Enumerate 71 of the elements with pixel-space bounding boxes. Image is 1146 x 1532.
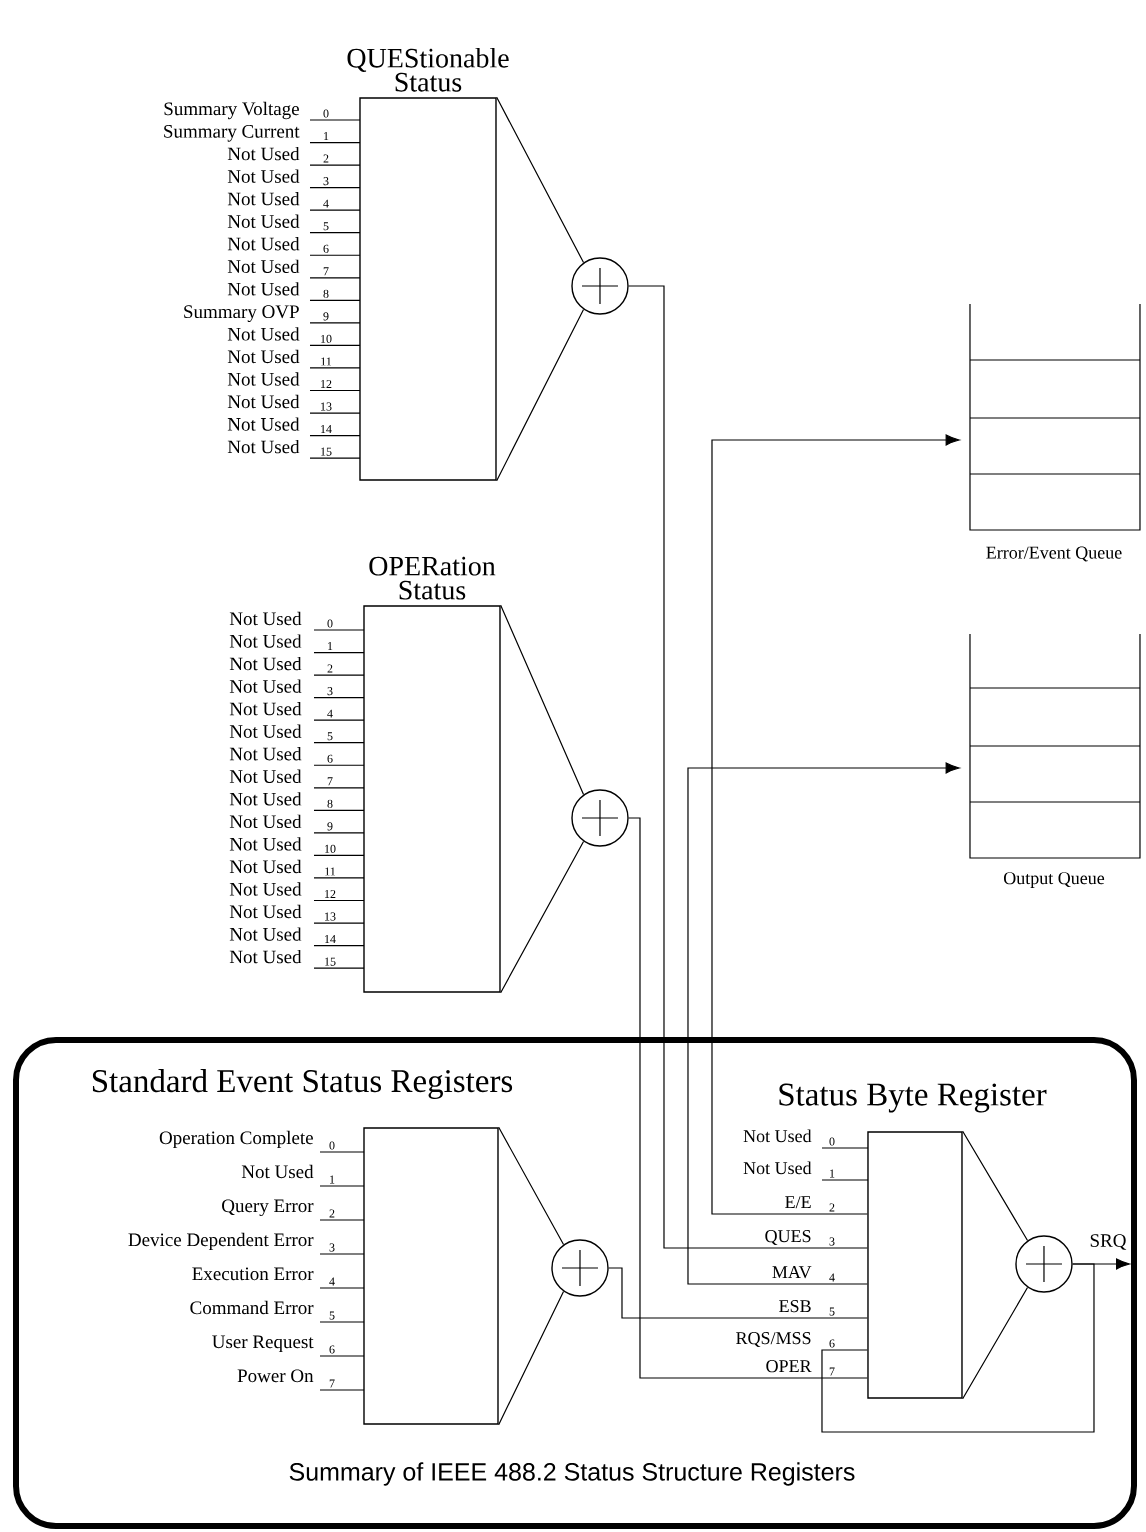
frame-caption: Summary of IEEE 488.2 Status Structure Registers xyxy=(289,1462,855,1486)
bit-label: Not Used xyxy=(229,724,302,738)
bit-label: Not Used xyxy=(229,702,302,716)
summing-junction xyxy=(571,789,629,847)
bit-label: Not Used xyxy=(227,259,300,273)
bit-label: Command Error xyxy=(190,1300,314,1315)
bit-label: Not Used xyxy=(229,814,302,829)
register-title: QUEStionable Status xyxy=(347,47,509,92)
summing-junction xyxy=(1015,1235,1073,1293)
bit-label: Not Used xyxy=(227,237,300,251)
bit-label: Summary Current xyxy=(164,125,300,142)
connector xyxy=(711,434,960,1215)
bit-label: Not Used xyxy=(229,904,302,919)
bit-label: Not Used xyxy=(743,1161,812,1175)
connector xyxy=(628,285,868,1249)
bit-label: Not Used xyxy=(227,169,300,183)
connector xyxy=(1072,1258,1131,1270)
bit-label: Not Used xyxy=(229,837,302,851)
queue-label: Error/Event Queue xyxy=(986,546,1122,562)
bit-label: Not Used xyxy=(229,747,302,761)
bit-label: Not Used xyxy=(229,611,302,626)
bit-label: Not Used xyxy=(229,679,302,693)
connector xyxy=(628,817,868,1379)
summing-junction xyxy=(551,1239,609,1297)
bit-label: Summary Voltage xyxy=(164,101,299,120)
bit-label: Not Used xyxy=(227,349,300,364)
bit-label: Execution Error xyxy=(192,1267,314,1281)
bit-label: Not Used xyxy=(227,282,300,296)
connector xyxy=(962,1130,1029,1400)
bit-label: QUES xyxy=(765,1230,811,1245)
bit-label: Not Used xyxy=(227,327,300,341)
connector xyxy=(496,96,585,482)
bit-label: Not Used xyxy=(227,372,300,386)
bit-label: MAV xyxy=(772,1266,812,1279)
bit-label: Not Used xyxy=(227,192,300,206)
bit-label: Not Used xyxy=(229,792,302,806)
connector xyxy=(500,604,585,994)
bit-label: Not Used xyxy=(229,634,302,648)
edge-label: SRQ xyxy=(1087,1232,1129,1252)
bit-label: Not Used xyxy=(227,417,300,431)
bit-label: Device Dependent Error xyxy=(128,1232,314,1251)
connector xyxy=(687,762,960,1285)
bit-label: Not Used xyxy=(227,214,300,228)
queue-label: Output Queue xyxy=(1004,872,1105,888)
bit-label: RQS/MSS xyxy=(736,1332,811,1347)
bit-label: E/E xyxy=(785,1196,811,1209)
bit-label: Summary OVP xyxy=(184,305,299,322)
bit-label: ESB xyxy=(779,1300,811,1313)
register-title: Status Byte Register xyxy=(779,1083,1047,1113)
connector xyxy=(821,1263,1095,1433)
bit-label: User Request xyxy=(212,1335,314,1353)
bit-label: Operation Complete xyxy=(159,1130,313,1149)
register-title: OPERation Status xyxy=(369,556,496,600)
bit-label: Not Used xyxy=(229,769,302,783)
bit-label: Not Used xyxy=(229,882,302,896)
connector xyxy=(498,1126,565,1426)
bit-label: OPER xyxy=(766,1360,812,1373)
bit-label: Not Used xyxy=(227,394,300,409)
register-title: Standard Event Status Registers xyxy=(92,1069,513,1099)
bit-label: Not Used xyxy=(743,1129,812,1143)
bit-label: Power On xyxy=(237,1369,314,1383)
bit-label: Query Error xyxy=(222,1199,314,1217)
bit-label: Not Used xyxy=(241,1164,314,1179)
bit-label: Not Used xyxy=(229,859,302,874)
connector xyxy=(608,1267,868,1319)
summing-junction xyxy=(571,257,629,315)
bit-label: Not Used xyxy=(229,949,302,964)
bit-label: Not Used xyxy=(227,439,300,454)
bit-label: Not Used xyxy=(229,656,302,671)
bit-label: Not Used xyxy=(229,927,302,941)
bit-label: Not Used xyxy=(227,146,300,161)
